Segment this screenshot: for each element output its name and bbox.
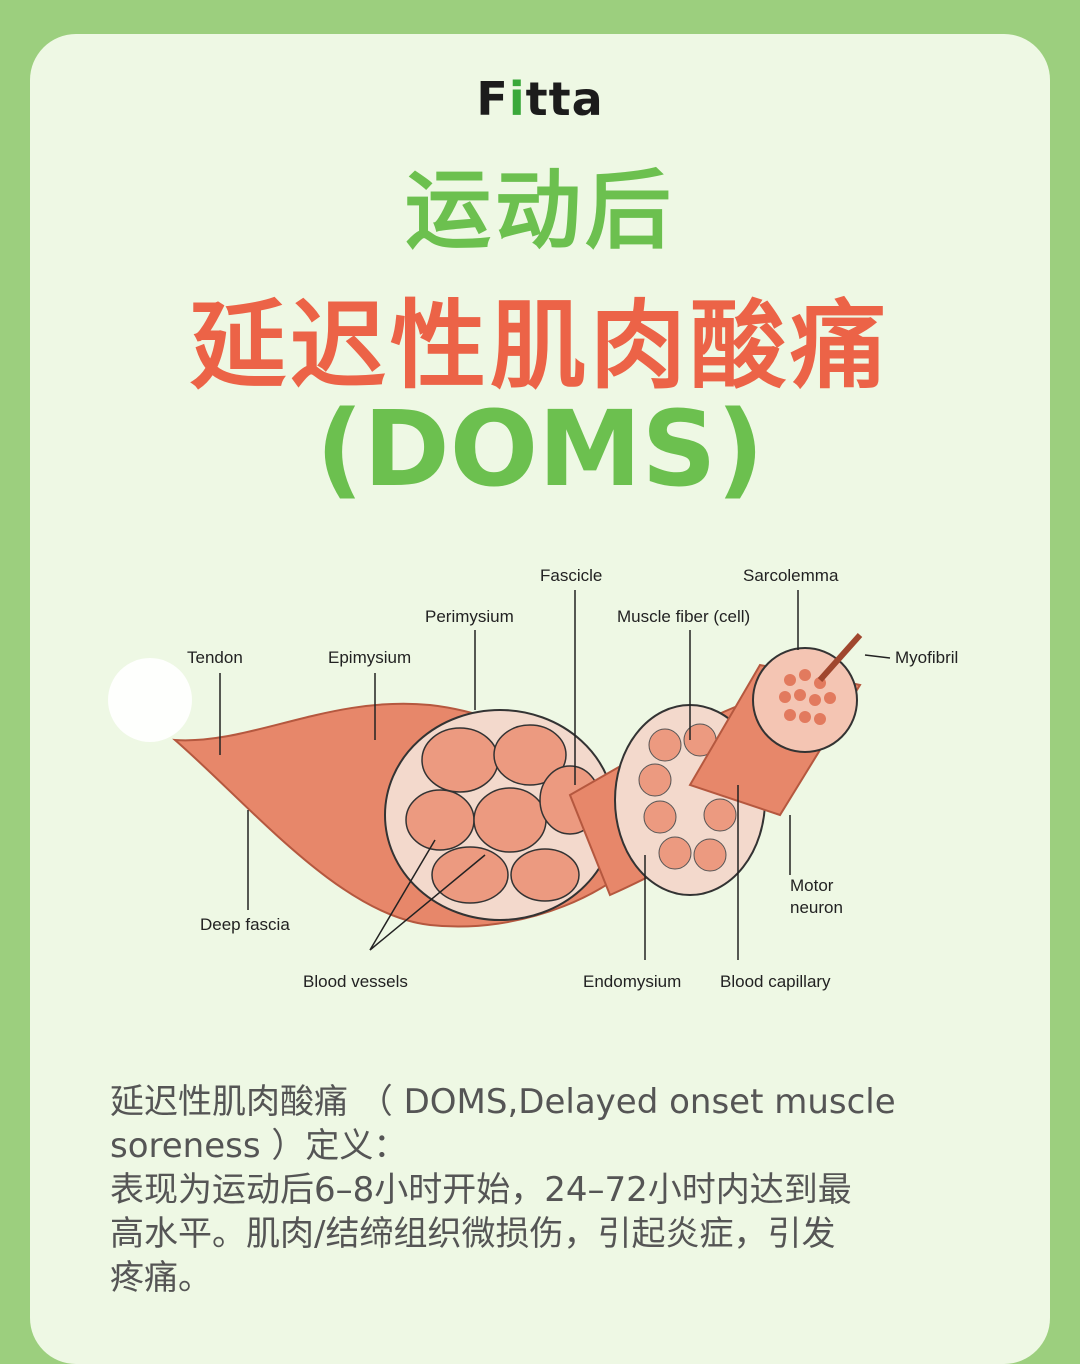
label-perimysium: Perimysium bbox=[425, 607, 514, 626]
title-line-3: (DOMS) bbox=[315, 388, 765, 510]
title-line-2: 延迟性肌肉酸痛 bbox=[190, 290, 890, 402]
label-sarcolemma: Sarcolemma bbox=[743, 566, 839, 585]
logo-text-left: F bbox=[476, 72, 509, 126]
label-motor-neuron-1: Motor bbox=[790, 876, 834, 895]
label-blood-vessels: Blood vessels bbox=[303, 972, 408, 991]
label-deep-fascia: Deep fascia bbox=[200, 915, 290, 934]
label-epimysium: Epimysium bbox=[328, 648, 411, 667]
label-muscle-fiber: Muscle fiber (cell) bbox=[617, 607, 750, 626]
label-motor-neuron-2: neuron bbox=[790, 898, 843, 917]
logo-text-dot: i bbox=[508, 72, 526, 126]
leader-lines bbox=[219, 590, 891, 960]
label-myofibril: Myofibril bbox=[895, 648, 958, 667]
definition-line-4: 高水平。肌肉/结缔组织微损伤，引起炎症，引发 bbox=[110, 1214, 836, 1254]
label-tendon: Tendon bbox=[187, 648, 243, 667]
label-blood-capillary: Blood capillary bbox=[720, 972, 831, 991]
definition-line-3: 表现为运动后6–8小时开始，24–72小时内达到最 bbox=[110, 1170, 852, 1210]
muscle-anatomy-diagram: Fascicle Sarcolemma Perimysium Muscle fi… bbox=[108, 566, 958, 991]
definition-line-5: 疼痛。 bbox=[110, 1258, 212, 1298]
content-card bbox=[30, 34, 1050, 1364]
label-fascicle: Fascicle bbox=[540, 566, 602, 585]
myofibril-rod bbox=[817, 633, 863, 682]
logo-text-right: tta bbox=[525, 72, 604, 126]
tendon-end bbox=[108, 658, 192, 742]
brand-logo: Fitta bbox=[0, 72, 1080, 126]
definition-line-2: soreness ）定义： bbox=[110, 1126, 408, 1166]
title-line-1: 运动后 bbox=[405, 161, 675, 261]
definition-text: 延迟性肌肉酸痛 （ DOMS,Delayed onset muscle sore… bbox=[110, 1080, 990, 1300]
definition-line-1: 延迟性肌肉酸痛 （ DOMS,Delayed onset muscle bbox=[110, 1082, 896, 1122]
label-endomysium: Endomysium bbox=[583, 972, 681, 991]
muscle-fiber-end bbox=[752, 647, 858, 753]
myofibril-dots bbox=[779, 669, 836, 725]
